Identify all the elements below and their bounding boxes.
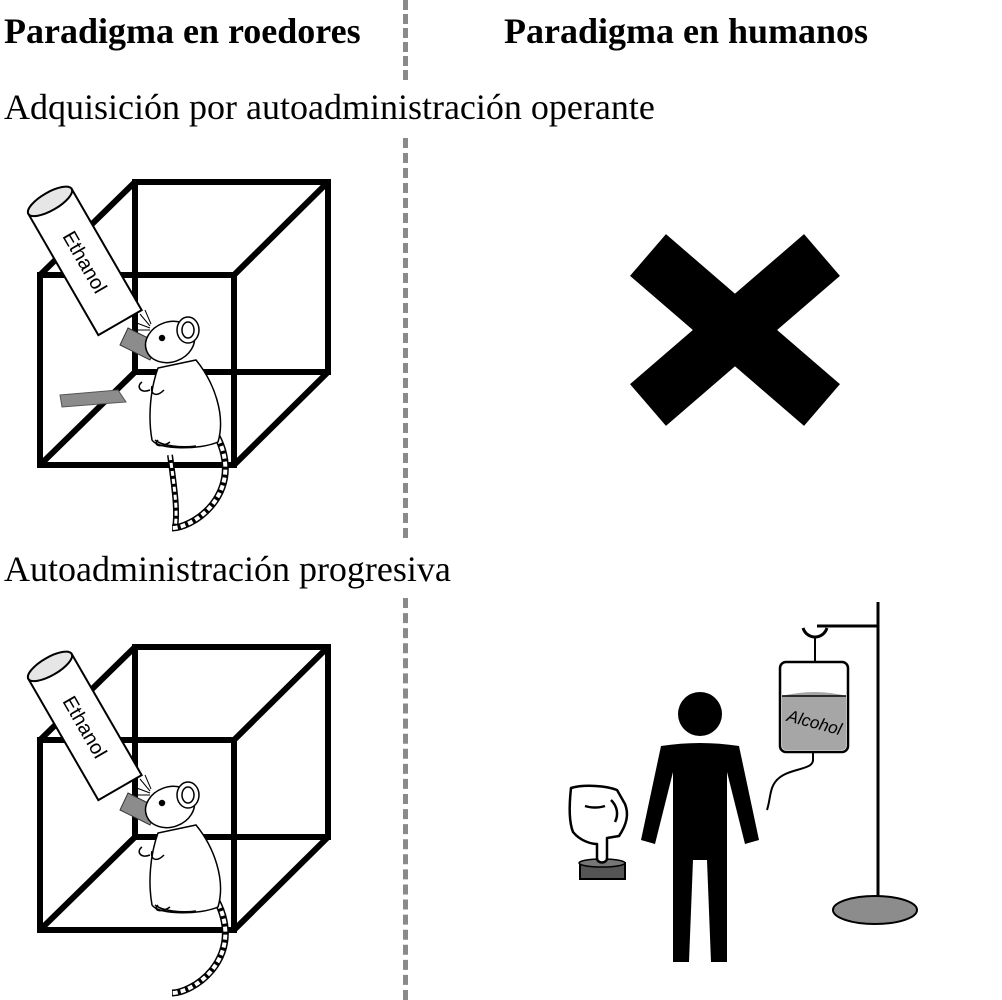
human-iv-self-administration: Alcohol [568,602,918,962]
alcohol-iv-bag: Alcohol [766,660,850,811]
column-divider [403,138,408,538]
lever [59,389,127,408]
iv-stand-base [832,895,918,925]
rodent-paradigm-header: Paradigma en roedores [4,11,361,51]
rodent-progressive-chamber: Ethanol [26,644,331,997]
cage-front-frame [37,272,237,468]
rat [133,774,229,997]
rat [133,309,229,532]
iv-stand [801,602,918,925]
operant-acquisition-title: Adquisición por autoadministración opera… [4,87,655,127]
rodent-operant-chamber: Ethanol [26,179,331,532]
cage-front-frame [37,737,237,933]
pointing-hand-icon [568,784,629,864]
person-icon [641,692,759,962]
column-divider [403,598,408,1000]
not-applicable-x-icon [630,234,840,426]
progressive-ratio-title: Autoadministración progresiva [4,549,451,589]
column-divider [403,0,408,80]
iv-tube [766,752,814,811]
human-paradigm-header: Paradigma en humanos [504,11,869,51]
